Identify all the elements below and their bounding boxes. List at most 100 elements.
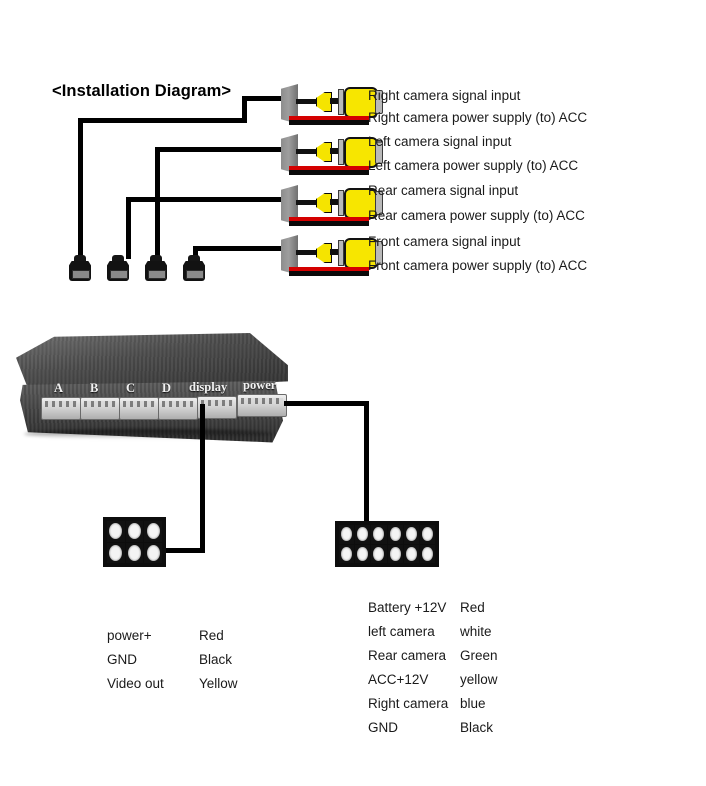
wire-right-camera-horizontal-upper: [242, 96, 286, 101]
power-harness-connector[interactable]: [335, 521, 439, 567]
port-label-c: C: [126, 381, 136, 395]
legend-wire-color: blue: [460, 696, 486, 711]
port-socket-power[interactable]: [237, 394, 287, 417]
port-label-power: power: [243, 378, 277, 392]
rca-pin-icon: [330, 98, 339, 104]
harness-pin: [125, 521, 144, 542]
power-wire-pair: [289, 267, 369, 276]
legend-signal-name: ACC+12V: [368, 672, 429, 687]
harness-pin: [125, 542, 144, 563]
control-box-bottom-shadow: [24, 429, 274, 439]
port-label-display: display: [189, 380, 228, 394]
legend-wire-color: Red: [199, 628, 224, 643]
power-wire-red: [289, 267, 369, 271]
plug-contact: [72, 270, 90, 279]
port-socket-c[interactable]: [119, 397, 159, 420]
camera-connector-right: [281, 84, 481, 132]
cable-plug-left-camera: [107, 255, 129, 281]
wire-display-horizontal: [161, 548, 205, 553]
wire-power-horizontal: [284, 401, 369, 406]
harness-pin: [144, 542, 162, 563]
barrel-cap-right-icon: [375, 140, 383, 164]
harness-pin: [107, 542, 125, 563]
wire-rear-camera-horizontal: [126, 197, 286, 202]
port-socket-a[interactable]: [41, 397, 81, 420]
legend-wire-color: Black: [460, 720, 494, 735]
page-title: <Installation Diagram>: [52, 82, 232, 100]
wire-rear-camera-drop: [126, 197, 131, 259]
power-wire-red: [289, 217, 369, 221]
label-left-camera-power: Left camera power supply (to) ACC: [368, 158, 579, 173]
rca-pin-icon: [330, 249, 339, 255]
wire-display-drop: [200, 404, 205, 548]
harness-pin: [371, 544, 387, 563]
label-front-camera-power: Front camera power supply (to) ACC: [368, 258, 588, 273]
legend-signal-name: GND: [368, 720, 398, 735]
barrel-cap-right-icon: [375, 241, 383, 265]
signal-lead-wire: [296, 149, 334, 154]
power-wire-pair: [289, 116, 369, 125]
connector-shell-icon: [281, 134, 298, 174]
port-label-a: A: [54, 381, 64, 395]
connector-shell-icon: [281, 235, 298, 275]
power-wire-red: [289, 166, 369, 170]
control-box: A B C D display power: [16, 333, 288, 451]
harness-pin: [419, 544, 435, 563]
port-socket-d[interactable]: [158, 397, 198, 420]
legend-signal-name: Battery +12V: [368, 600, 447, 615]
wire-power-drop: [364, 401, 369, 523]
display-harness-connector[interactable]: [103, 517, 166, 567]
wire-left-camera-drop: [155, 147, 160, 259]
legend-signal-name: GND: [107, 652, 137, 667]
barrel-cap-right-icon: [375, 191, 383, 215]
signal-lead-wire: [296, 200, 334, 205]
barrel-cap-left-icon: [338, 89, 344, 115]
legend-signal-name: Rear camera: [368, 648, 447, 663]
plug-neck: [112, 255, 124, 263]
wire-right-camera-horizontal-lower: [78, 118, 247, 123]
legend-wire-color: white: [460, 624, 492, 639]
camera-connector-rear: [281, 185, 481, 233]
barrel-cap-right-icon: [375, 90, 383, 114]
legend-wire-color: Black: [199, 652, 233, 667]
wire-front-camera-drop: [193, 246, 198, 259]
barrel-cap-left-icon: [338, 190, 344, 216]
rca-pin-icon: [330, 148, 339, 154]
legend-signal-name: Right camera: [368, 696, 449, 711]
plug-neck: [188, 255, 200, 263]
legend-signal-name: power+: [107, 628, 152, 643]
barrel-cap-left-icon: [338, 139, 344, 165]
port-socket-b[interactable]: [80, 397, 120, 420]
harness-pin: [371, 525, 387, 544]
legend-signal-name: Video out: [107, 676, 164, 691]
connector-shell-icon: [281, 185, 298, 225]
port-label-b: B: [90, 381, 99, 395]
harness-pin: [419, 525, 435, 544]
plug-contact: [148, 270, 166, 279]
harness-pin: [355, 544, 371, 563]
legend-wire-color: Red: [460, 600, 485, 615]
label-right-camera-power: Right camera power supply (to) ACC: [368, 110, 588, 125]
label-rear-camera-power: Rear camera power supply (to) ACC: [368, 208, 585, 223]
signal-lead-wire: [296, 99, 334, 104]
wire-right-camera-vertical-step: [242, 96, 247, 118]
harness-pin: [339, 544, 355, 563]
plug-contact: [186, 270, 204, 279]
wire-front-camera-horizontal: [193, 246, 286, 251]
cable-plug-rear-camera: [145, 255, 167, 281]
legend-wire-color: yellow: [460, 672, 498, 687]
plug-neck: [74, 255, 86, 263]
port-socket-display[interactable]: [197, 396, 237, 419]
harness-pin: [144, 521, 162, 542]
plug-contact: [110, 270, 128, 279]
plug-neck: [150, 255, 162, 263]
power-wire-pair: [289, 217, 369, 226]
label-front-camera-signal: Front camera signal input: [368, 234, 521, 249]
barrel-cap-left-icon: [338, 240, 344, 266]
camera-connector-left: [281, 134, 481, 182]
wire-right-camera-drop: [78, 118, 83, 259]
camera-connector-front: [281, 235, 481, 283]
power-wire-black: [289, 271, 369, 276]
power-wire-black: [289, 170, 369, 175]
